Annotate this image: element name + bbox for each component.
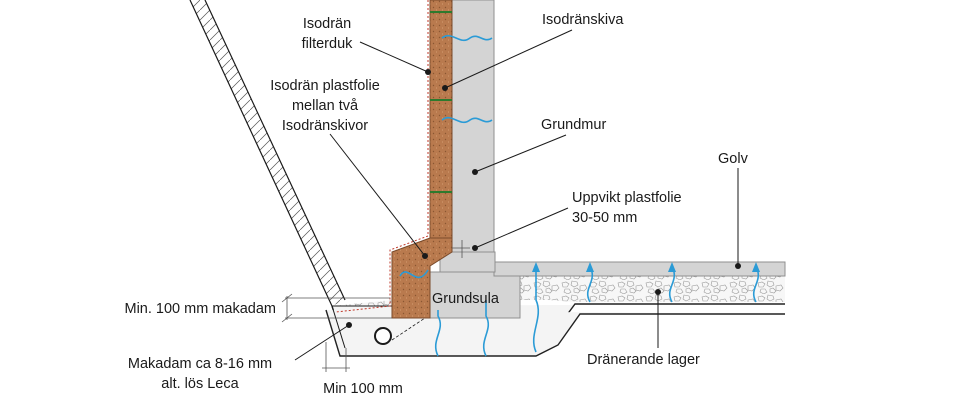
label-dranerande-lager: Dränerande lager: [587, 352, 700, 368]
label-makadam-line2: alt. lös Leca: [161, 376, 239, 392]
label-makadam-line1: Makadam ca 8-16 mm: [128, 356, 272, 372]
drain-pipe: [374, 317, 426, 345]
label-filterduk-line1: Isodrän: [303, 16, 351, 32]
label-plastfolie-line3: Isodränskivor: [282, 118, 368, 134]
label-uppvikt-line2: 30-50 mm: [572, 210, 637, 226]
water-flow-arrows: [399, 34, 760, 357]
soil-slope: [189, 0, 346, 307]
label-grundmur: Grundmur: [541, 117, 606, 133]
concrete-structure: [425, 0, 786, 319]
label-makadam-min: Min. 100 mm makadam: [125, 301, 277, 317]
label-uppvikt-line1: Uppvikt plastfolie: [572, 190, 682, 206]
dimension-marks: [281, 240, 470, 372]
label-filterduk-line2: filterduk: [302, 36, 354, 52]
label-plastfolie-line2: mellan två: [292, 98, 359, 114]
diagram-labels: Isodrän filterduk Isodränskiva Isodrän p…: [125, 12, 749, 397]
label-plastfolie-line1: Isodrän plastfolie: [270, 78, 380, 94]
label-min-100mm: Min 100 mm: [323, 381, 403, 397]
wall-base: [439, 251, 496, 273]
leader-lines: [294, 29, 741, 361]
filterduk-line: [335, 0, 429, 313]
label-grundsula: Grundsula: [432, 291, 500, 307]
label-isodranskiva: Isodränskiva: [542, 12, 624, 28]
grundmur-wall: [451, 0, 495, 253]
label-golv: Golv: [718, 151, 749, 167]
